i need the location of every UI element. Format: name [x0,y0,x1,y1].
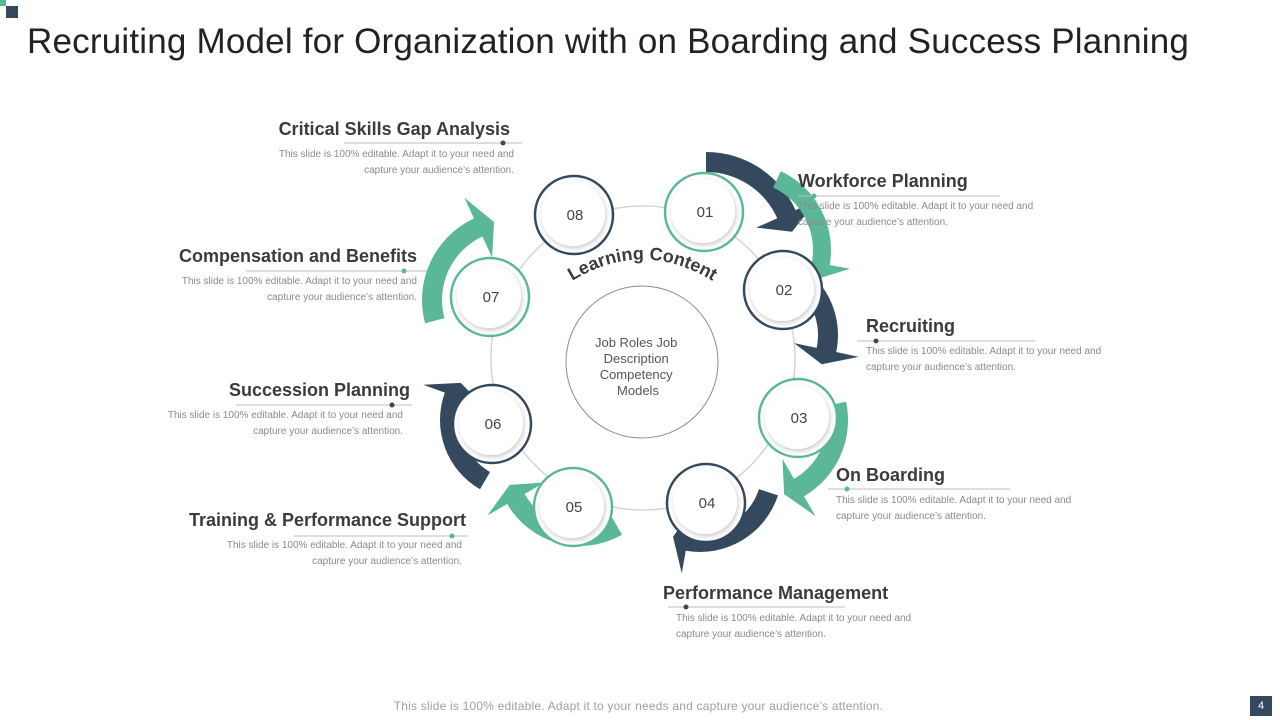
label-workforce-planning: Workforce Planning This slide is 100% ed… [798,170,1033,231]
label-on-boarding: On Boarding This slide is 100% editable.… [836,464,1071,525]
step-node-08: 08 [533,174,615,256]
label-dot-3 [844,486,850,492]
cycle-arrow-2 [773,171,851,280]
label-title: Recruiting [866,316,956,336]
page-number: 4 [1250,696,1272,716]
step-node-disc [457,264,521,328]
label-dot-2 [873,338,879,344]
step-node-02: 02 [742,249,824,331]
label-title: Compensation and Benefits [178,246,417,266]
label-desc: This slide is 100% editable. Adapt it to… [676,613,912,640]
step-node-06: 06 [451,383,533,465]
center-text: Job Roles Job Description Competency Mod… [595,335,681,398]
step-node-03: 03 [757,377,839,459]
cycle-arrow-8 [422,197,495,324]
step-nodes: 01 02 03 04 05 06 07 08 [449,171,839,548]
step-node-disc [459,391,523,455]
label-desc: This slide is 100% editable. Adapt it to… [167,410,403,437]
footer-note: This slide is 100% editable. Adapt it to… [393,699,884,713]
label-dot-5 [449,533,455,539]
step-node-disc [673,470,737,534]
label-lines [236,140,1035,610]
label-desc: This slide is 100% editable. Adapt it to… [836,495,1072,522]
step-number: 02 [776,282,793,299]
label-dot-8 [500,140,506,146]
step-number: 01 [697,204,714,221]
step-number: 07 [483,289,500,306]
label-desc: This slide is 100% editable. Adapt it to… [226,540,462,567]
label-title: Training & Performance Support [188,510,466,530]
corner-accent-small [0,0,6,6]
step-node-disc [750,257,814,321]
label-desc: This slide is 100% editable. Adapt it to… [181,276,417,303]
label-succession-planning: Succession Planning This slide is 100% e… [168,379,410,440]
label-title: Critical Skills Gap Analysis [278,119,510,139]
step-number: 05 [566,499,583,516]
label-recruiting: Recruiting This slide is 100% editable. … [866,315,1101,376]
step-node-disc [765,385,829,449]
label-title: On Boarding [836,465,945,485]
connector-ring [490,205,796,511]
label-desc: This slide is 100% editable. Adapt it to… [866,346,1102,373]
step-number: 03 [791,410,808,427]
label-desc: This slide is 100% editable. Adapt it to… [798,201,1034,228]
label-title: Workforce Planning [798,171,968,191]
label-dot-1 [811,193,817,199]
label-performance-management: Performance Management This slide is 100… [663,582,911,643]
step-node-04: 04 [665,462,747,544]
step-number: 08 [567,207,584,224]
step-number: 04 [699,495,716,512]
corner-accent-large [6,6,18,18]
step-number: 06 [485,416,502,433]
slide-title: Recruiting Model for Organization with o… [27,22,1190,61]
step-node-disc [671,179,735,243]
step-node-05: 05 [532,466,614,548]
cycle-arrow-1 [706,152,817,232]
step-node-01: 01 [663,171,745,253]
label-dot-4 [683,604,689,610]
label-title: Succession Planning [228,380,410,400]
label-training-performance-support: Training & Performance Support This slid… [189,509,466,570]
label-desc: This slide is 100% editable. Adapt it to… [278,149,514,176]
label-compensation-and-benefits: Compensation and Benefits This slide is … [179,245,417,306]
step-node-disc [540,474,604,538]
label-dot-7 [401,268,407,274]
step-node-disc [541,182,605,246]
center-circle [565,285,719,439]
step-node-07: 07 [449,256,531,338]
label-critical-skills-gap-analysis: Critical Skills Gap Analysis This slide … [278,118,514,179]
label-title: Performance Management [663,583,889,603]
label-dot-6 [389,402,395,408]
